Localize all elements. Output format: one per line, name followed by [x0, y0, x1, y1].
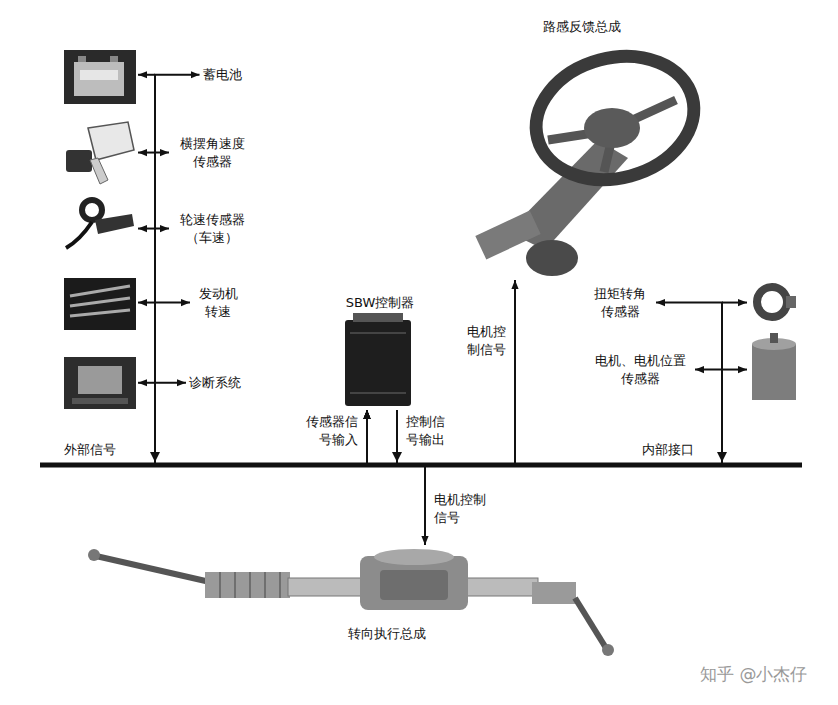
wheel-speed-sensor-photo: [66, 200, 134, 248]
external-signal-item: 发动机 转速: [190, 283, 246, 322]
controller-illustration: [350, 332, 406, 334]
group-label: 外部信号: [62, 440, 118, 460]
assembly-region: 转向执行总成: [80, 545, 694, 645]
steering-rack-illustration: [532, 582, 576, 604]
wheel-speed-sensor-photo: [95, 214, 134, 234]
battery-photo: [80, 70, 118, 80]
controller-illustration: [353, 313, 403, 322]
steering-rack-illustration: [602, 644, 614, 656]
engine-photo: [64, 278, 136, 330]
edge-label: 电机控 制信号: [454, 322, 508, 359]
steering-rack-illustration: [88, 549, 614, 656]
node-text: 路感反馈总成: [543, 18, 621, 36]
diagnosis-photo: [64, 357, 136, 409]
battery-photo: [78, 56, 86, 62]
battery-photo: [64, 50, 136, 104]
steering-rack-illustration: [380, 570, 448, 600]
steering-rack-illustration: [205, 572, 290, 598]
torque-sensor-photo: [757, 287, 796, 317]
motor-photo: [752, 344, 796, 400]
external-signal-item: 诊断系统: [186, 372, 244, 394]
external-signal-item: 横摆角速度 传感器: [169, 133, 255, 172]
controller-illustration: [345, 320, 411, 406]
steering-rack-illustration: [374, 549, 454, 565]
edge-label: 电机控制 信号: [432, 490, 498, 527]
image-arrow: [138, 382, 155, 384]
signal-label: 传感器信 号输入: [290, 412, 360, 449]
battery-photo: [74, 62, 124, 96]
battery-photo: [64, 50, 136, 104]
signal-connector: [397, 280, 515, 465]
node-text: 转向执行总成: [348, 625, 426, 643]
node-text: 发动机 转速: [193, 285, 243, 320]
group-label: 内部接口: [640, 440, 696, 460]
image-arrow: [722, 369, 747, 371]
steering-wheel-illustration: [475, 39, 707, 276]
yaw-sensor-photo: [90, 158, 108, 184]
steering-wheel-illustration: [522, 39, 708, 196]
signal-connector: [155, 153, 367, 465]
image-arrow: [138, 228, 155, 230]
signal-connector: [155, 303, 367, 465]
image-arrow: [722, 302, 747, 304]
image-arrow: [138, 74, 155, 76]
controller-box: SBW控制器: [333, 292, 427, 410]
steering-rack-illustration: [220, 572, 280, 598]
node-text: 诊断系统: [189, 374, 241, 392]
signal-connector: [155, 75, 367, 465]
node-text: 轮速传感器 （车速）: [172, 211, 252, 246]
assembly-region: 路感反馈总成: [472, 16, 692, 280]
steering-rack-illustration: [575, 598, 606, 648]
battery-photo: [110, 56, 118, 62]
node-text: 电机、电机位置 传感器: [588, 352, 692, 387]
signal-connector: [367, 303, 722, 465]
wheel-speed-sensor-photo: [82, 200, 102, 220]
node-text: 蓄电池: [203, 66, 242, 84]
engine-photo: [70, 286, 130, 316]
node-text: SBW控制器: [346, 294, 415, 312]
yaw-sensor-photo: [66, 122, 134, 184]
node-text: 扭矩转角 传感器: [587, 285, 653, 320]
yaw-sensor-photo: [88, 122, 134, 160]
signal-connector: [367, 370, 722, 465]
engine-photo: [64, 278, 136, 330]
torque-sensor-photo: [786, 296, 796, 308]
torque-sensor-photo: [757, 287, 787, 317]
watermark: 知乎 @小杰仔: [698, 662, 809, 687]
steering-wheel-illustration: [548, 100, 676, 172]
wheel-speed-sensor-photo: [66, 222, 92, 248]
steering-rack-illustration: [88, 549, 100, 561]
node-text: 横摆角速度 传感器: [172, 135, 252, 170]
diagnosis-photo: [64, 357, 136, 409]
steering-rack-illustration: [96, 556, 210, 582]
signal-label: 控制信 号输出: [404, 412, 458, 449]
controller-illustration: [350, 392, 406, 394]
external-signal-item: 蓄电池: [200, 64, 245, 86]
signal-connector: [155, 229, 367, 465]
yaw-sensor-photo: [66, 150, 92, 172]
image-arrow: [138, 302, 155, 304]
diagnosis-photo: [72, 398, 128, 404]
diagnosis-photo: [78, 366, 122, 394]
signal-connector: [155, 383, 367, 465]
internal-sensor-item: 扭矩转角 传感器: [584, 283, 656, 322]
motor-photo: [770, 333, 778, 343]
external-signal-item: 轮速传感器 （车速）: [169, 209, 255, 248]
steering-wheel-illustration: [584, 108, 640, 148]
image-arrow: [138, 152, 155, 154]
internal-sensor-item: 电机、电机位置 传感器: [585, 350, 695, 389]
steering-wheel-illustration: [526, 240, 578, 276]
motor-photo: [752, 333, 796, 400]
controller-illustration: [345, 313, 411, 406]
